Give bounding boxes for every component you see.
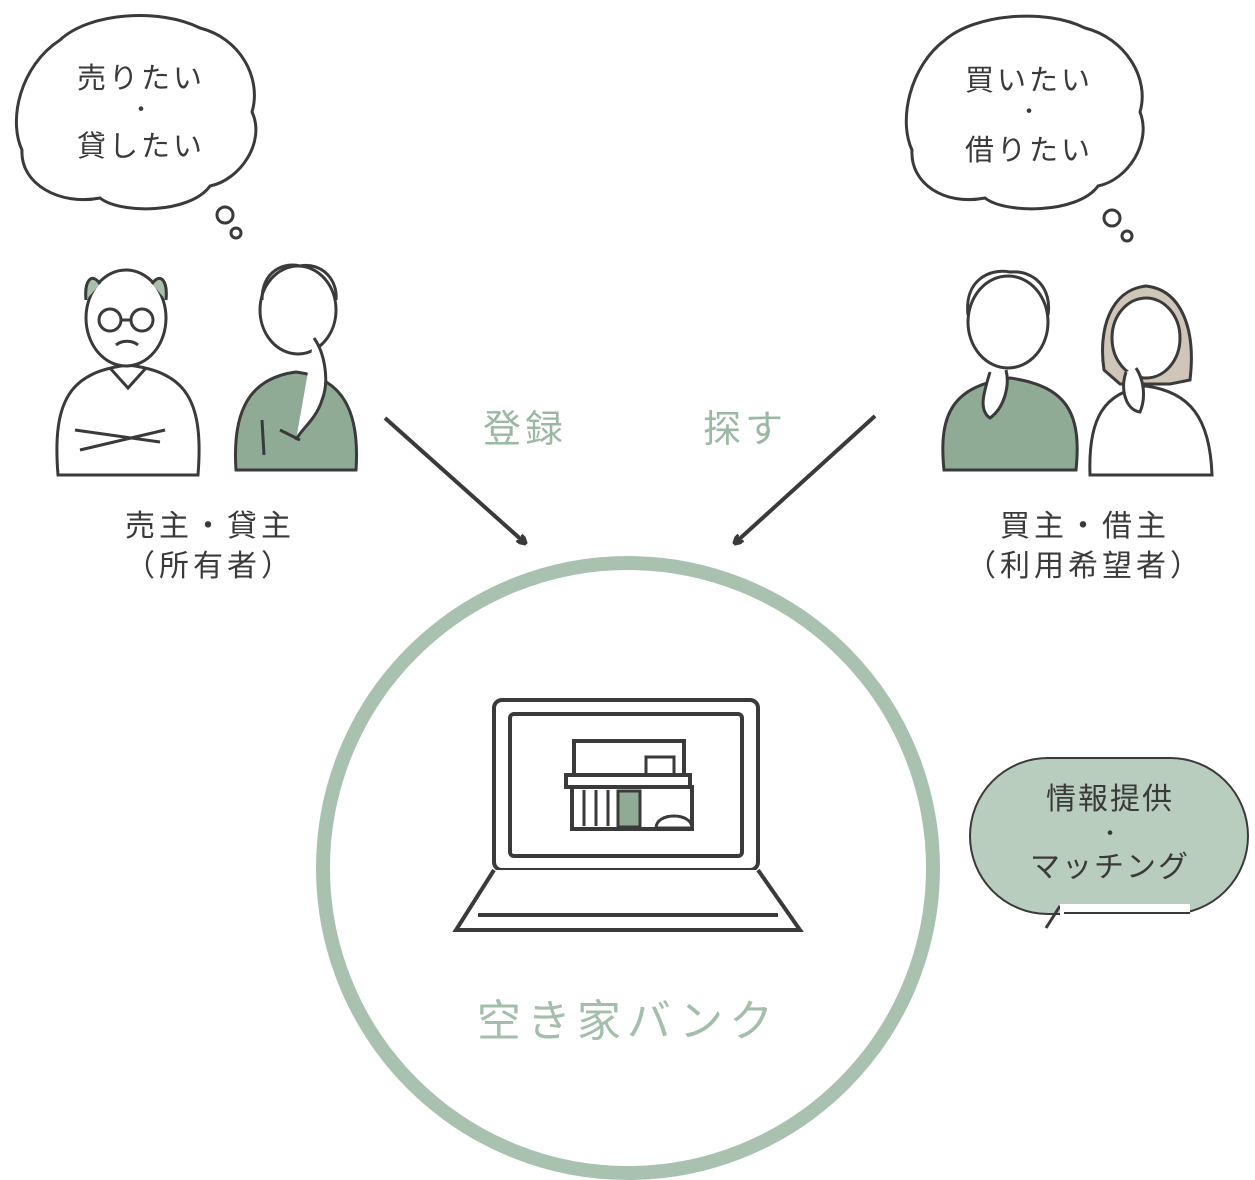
buyer-role-label: 買主・借主 <box>1000 509 1170 544</box>
akiya-bank-label: 空き家バンク <box>476 996 780 1047</box>
register-label: 登録 <box>482 407 567 451</box>
info-bubble-line2: マッチング <box>1030 850 1190 885</box>
seller-bubble-line2: 貸したい <box>76 129 205 163</box>
young-woman-figure <box>1088 284 1214 477</box>
buyer-people-illustration <box>941 269 1214 477</box>
older-woman-figure <box>233 263 359 472</box>
seller-people-illustration <box>55 263 359 477</box>
register-arrow <box>383 416 525 543</box>
search-label: 探す <box>702 407 787 451</box>
search-arrow <box>735 414 877 543</box>
young-man-figure <box>941 269 1079 472</box>
seller-role-sublabel: （所有者） <box>125 549 295 584</box>
seller-bubble-separator: ・ <box>129 98 152 123</box>
seller-thought-bubble <box>14 14 258 240</box>
seller-bubble-line1: 売りたい <box>76 61 205 95</box>
seller-role-label: 売主・貸主 <box>125 509 295 544</box>
buyer-bubble-line1: 買いたい <box>964 63 1093 97</box>
buyer-thought-bubble <box>904 14 1145 243</box>
info-bubble-line1: 情報提供 <box>1046 782 1174 817</box>
house-icon <box>564 739 694 831</box>
buyer-role-sublabel: （利用希望者） <box>966 549 1204 584</box>
buyer-bubble-line2: 借りたい <box>964 133 1093 167</box>
info-speech-bubble <box>969 757 1249 929</box>
buyer-bubble-separator: ・ <box>1017 100 1040 125</box>
older-man-figure <box>55 268 201 477</box>
info-bubble-separator: ・ <box>1098 822 1121 847</box>
